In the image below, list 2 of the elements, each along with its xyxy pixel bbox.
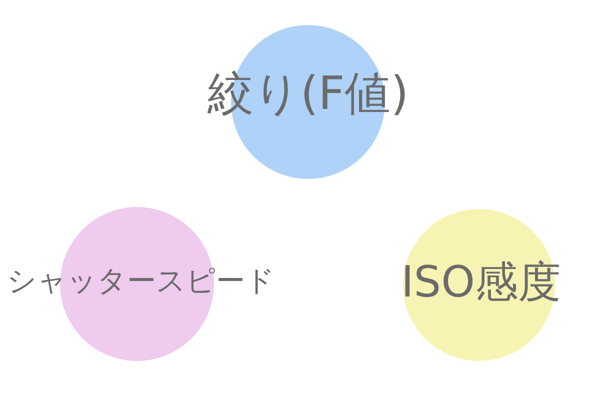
circle-label: シャッタースピード: [7, 266, 275, 296]
circle-label: ISO感度: [401, 262, 561, 304]
